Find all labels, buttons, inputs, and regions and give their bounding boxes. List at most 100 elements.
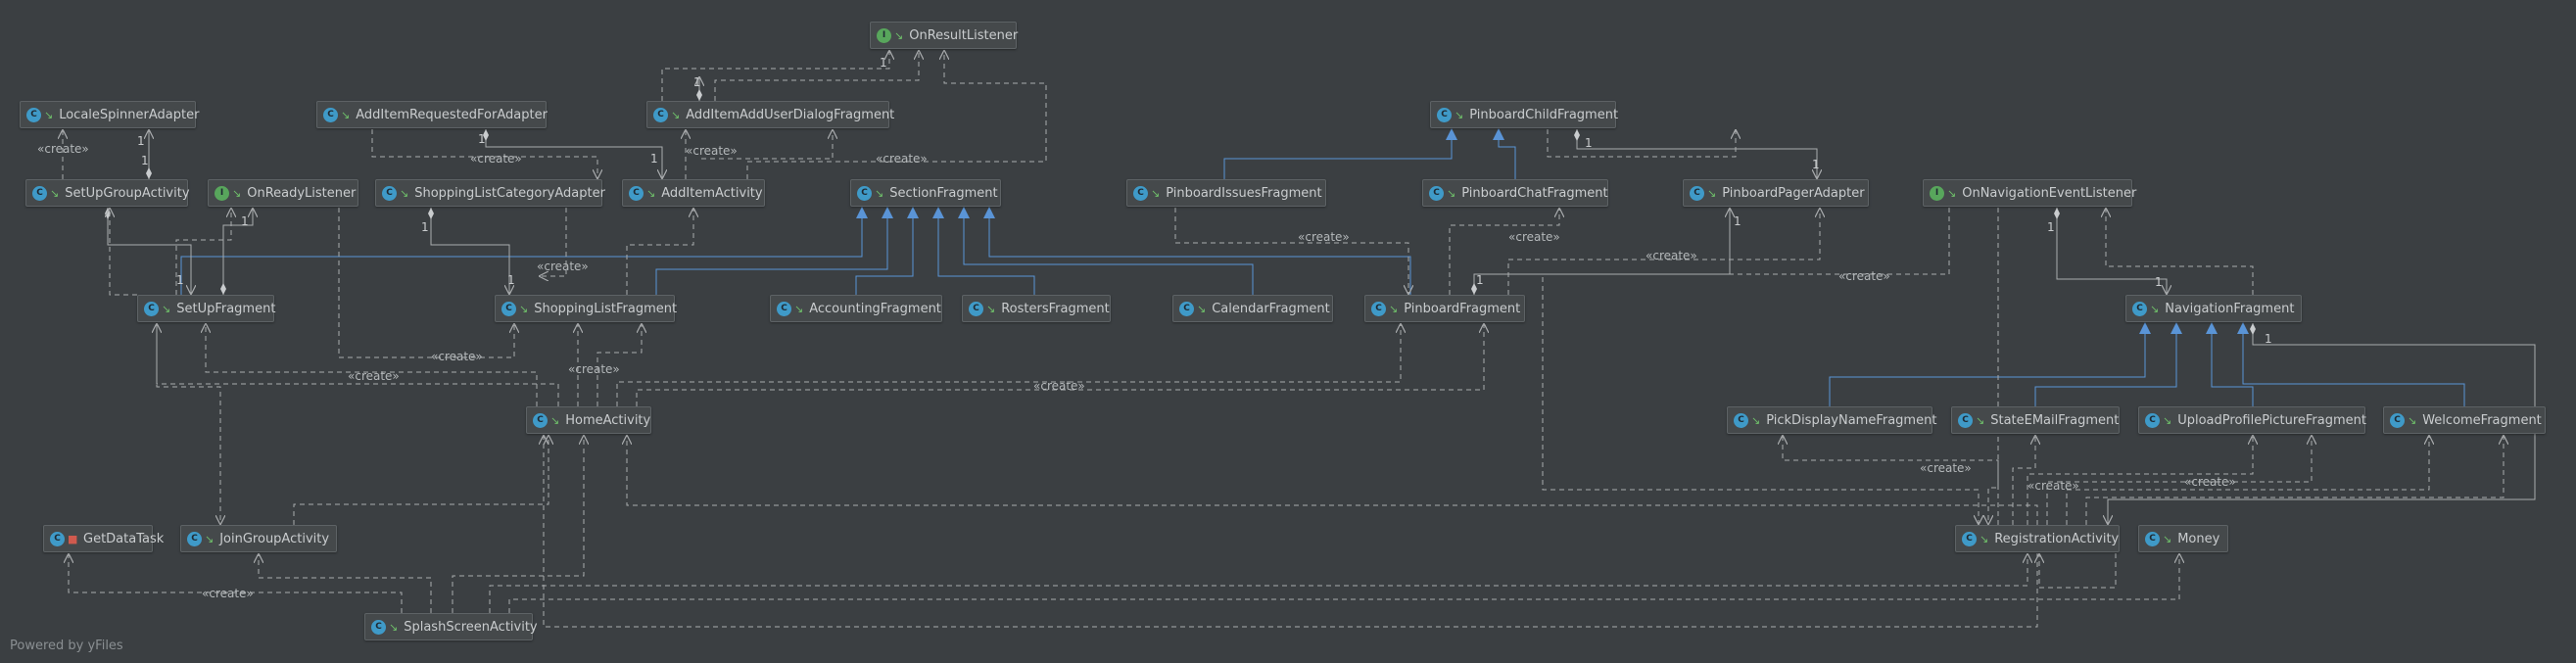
inheritance-edge (1493, 128, 1516, 179)
dependency-edge (627, 435, 2038, 525)
dependency-edge (714, 50, 919, 101)
class-node-label: AddItemRequestedForAdapter (356, 107, 548, 122)
dependency-edge (2046, 435, 2312, 525)
public-visibility-icon: ↘ (389, 620, 399, 634)
class-node-label: SplashScreenActivity (404, 619, 538, 635)
multiplicity-label: 1 (478, 132, 486, 146)
class-node-upload-profile-picture-fragment[interactable]: C↘UploadProfilePictureFragment (2138, 406, 2366, 434)
class-node-set-up-group-activity[interactable]: C↘SetUpGroupActivity (25, 179, 190, 207)
dependency-edge (544, 435, 2038, 628)
association-edge (223, 208, 253, 295)
class-icon: C (1962, 531, 1977, 546)
class-icon: C (1437, 107, 1452, 122)
dependency-edge (2012, 435, 2035, 525)
class-node-label: StateEMailFragment (1990, 412, 2120, 428)
dependency-edge (452, 435, 584, 613)
class-node-navigation-fragment[interactable]: C↘NavigationFragment (2125, 295, 2302, 322)
multiplicity-label: 1 (693, 75, 701, 89)
class-icon: C (629, 185, 644, 201)
class-node-calendar-fragment[interactable]: C↘CalendarFragment (1172, 295, 1333, 322)
create-label: «create» (2184, 475, 2236, 489)
class-icon: C (777, 301, 791, 316)
class-node-label: ShoppingListFragment (534, 301, 678, 316)
create-label: «create» (1646, 249, 1697, 262)
dependency-edge (746, 50, 1047, 179)
public-visibility-icon: ↘ (44, 108, 54, 121)
class-node-on-result-listener[interactable]: I↘OnResultListener (870, 22, 1019, 49)
dependency-edge (338, 208, 514, 358)
class-node-splash-screen-activity[interactable]: C↘SplashScreenActivity (364, 613, 538, 640)
class-node-get-data-task[interactable]: C■GetDataTask (43, 525, 164, 552)
class-node-label: UploadProfilePictureFragment (2177, 412, 2366, 428)
public-visibility-icon: ↘ (2163, 532, 2172, 545)
create-label: «create» (1298, 230, 1350, 244)
dependency-edge (1988, 208, 1999, 525)
class-node-pinboard-child-fragment[interactable]: C↘PinboardChildFragment (1430, 101, 1619, 128)
class-node-pinboard-chat-fragment[interactable]: C↘PinboardChatFragment (1422, 179, 1608, 207)
class-node-label: PinboardFragment (1404, 301, 1521, 316)
class-node-money[interactable]: C↘Money (2138, 525, 2228, 552)
class-node-label: AccountingFragment (809, 301, 941, 316)
public-visibility-icon: ↘ (794, 302, 804, 315)
class-node-label: OnResultListener (909, 27, 1019, 43)
class-node-pick-display-name-fragment[interactable]: C↘PickDisplayNameFragment (1727, 406, 1936, 434)
class-node-home-activity[interactable]: C↘HomeActivity (526, 406, 651, 434)
create-label: «create» (470, 152, 522, 166)
class-node-registration-activity[interactable]: C↘ RegistrationActivity (1955, 525, 2120, 552)
dependency-edge (2085, 435, 2504, 525)
class-node-accounting-fragment[interactable]: C↘ AccountingFragment (770, 295, 942, 322)
class-icon: C (1690, 185, 1704, 201)
create-label: «create» (876, 152, 928, 166)
class-node-add-item-add-user-dialog-fragment[interactable]: C↘AddItemAddUserDialogFragment (646, 101, 894, 128)
class-node-set-up-fragment[interactable]: C↘SetUpFragment (137, 295, 275, 322)
class-node-label: PickDisplayNameFragment (1766, 412, 1937, 428)
dependency-edge (110, 208, 137, 296)
class-node-section-fragment[interactable]: C↘SectionFragment (850, 179, 1001, 207)
interface-icon: I (215, 185, 229, 201)
class-node-locale-spinner-adapter[interactable]: C↘LocaleSpinnerAdapter (20, 101, 199, 128)
class-node-rosters-fragment[interactable]: C↘RostersFragment (962, 295, 1111, 322)
class-node-welcome-fragment[interactable]: C↘WelcomeFragment (2383, 406, 2546, 434)
class-node-label: SectionFragment (889, 185, 998, 201)
public-visibility-icon: ↘ (1980, 532, 1989, 545)
inheritance-edge (1223, 128, 1457, 179)
class-icon: C (144, 301, 159, 316)
create-label: «create» (202, 587, 254, 600)
public-visibility-icon: ↘ (232, 186, 242, 200)
class-node-pinboard-fragment[interactable]: C↘PinboardFragment (1364, 295, 1525, 322)
class-node-pinboard-pager-adapter[interactable]: C↘PinboardPagerAdapter (1683, 179, 1869, 207)
class-icon: C (1958, 412, 1973, 428)
class-icon: C (382, 185, 397, 201)
create-label: «create» (686, 144, 738, 158)
class-node-join-group-activity[interactable]: C↘JoinGroupActivity (180, 525, 337, 552)
dependency-edge (661, 50, 889, 101)
dependency-edge (69, 553, 403, 613)
class-node-on-navigation-event-listener[interactable]: I↘OnNavigationEventListener (1923, 179, 2136, 207)
public-visibility-icon: ↘ (550, 413, 560, 427)
powered-by-footer: Powered by yFiles (10, 639, 123, 653)
class-node-label: AddItemAddUserDialogFragment (686, 107, 895, 122)
class-node-state-email-fragment[interactable]: C↘StateEMailFragment (1951, 406, 2120, 434)
class-node-label: PinboardChildFragment (1469, 107, 1619, 122)
class-node-pinboard-issues-fragment[interactable]: C↘PinboardIssuesFragment (1126, 179, 1326, 207)
multiplicity-label: 1 (1734, 214, 1741, 228)
class-node-add-item-activity[interactable]: C↘AddItemActivity (622, 179, 765, 207)
multiplicity-label: 1 (650, 152, 658, 166)
class-node-label: RegistrationActivity (1994, 531, 2120, 546)
public-visibility-icon: ↘ (341, 108, 351, 121)
public-visibility-icon: ↘ (519, 302, 529, 315)
public-visibility-icon: ↘ (1151, 186, 1161, 200)
inheritance-edge (180, 207, 868, 295)
dependency-edge (1547, 129, 1736, 158)
public-visibility-icon: ↘ (894, 28, 904, 42)
dependency-edge (2106, 208, 2254, 295)
class-icon: C (2390, 412, 2405, 428)
class-node-label: GetDataTask (83, 531, 165, 546)
class-node-add-item-requested-for-adapter[interactable]: C↘AddItemRequestedForAdapter (316, 101, 548, 128)
class-node-shopping-list-fragment[interactable]: C↘ShoppingListFragment (495, 295, 678, 322)
class-icon: C (2145, 412, 2160, 428)
class-node-on-ready-listener[interactable]: I↘OnReadyListener (208, 179, 358, 207)
public-visibility-icon: ↘ (671, 108, 681, 121)
class-node-shopping-list-category-adapter[interactable]: C↘ShoppingListCategoryAdapter (375, 179, 605, 207)
class-node-label: WelcomeFragment (2422, 412, 2542, 428)
